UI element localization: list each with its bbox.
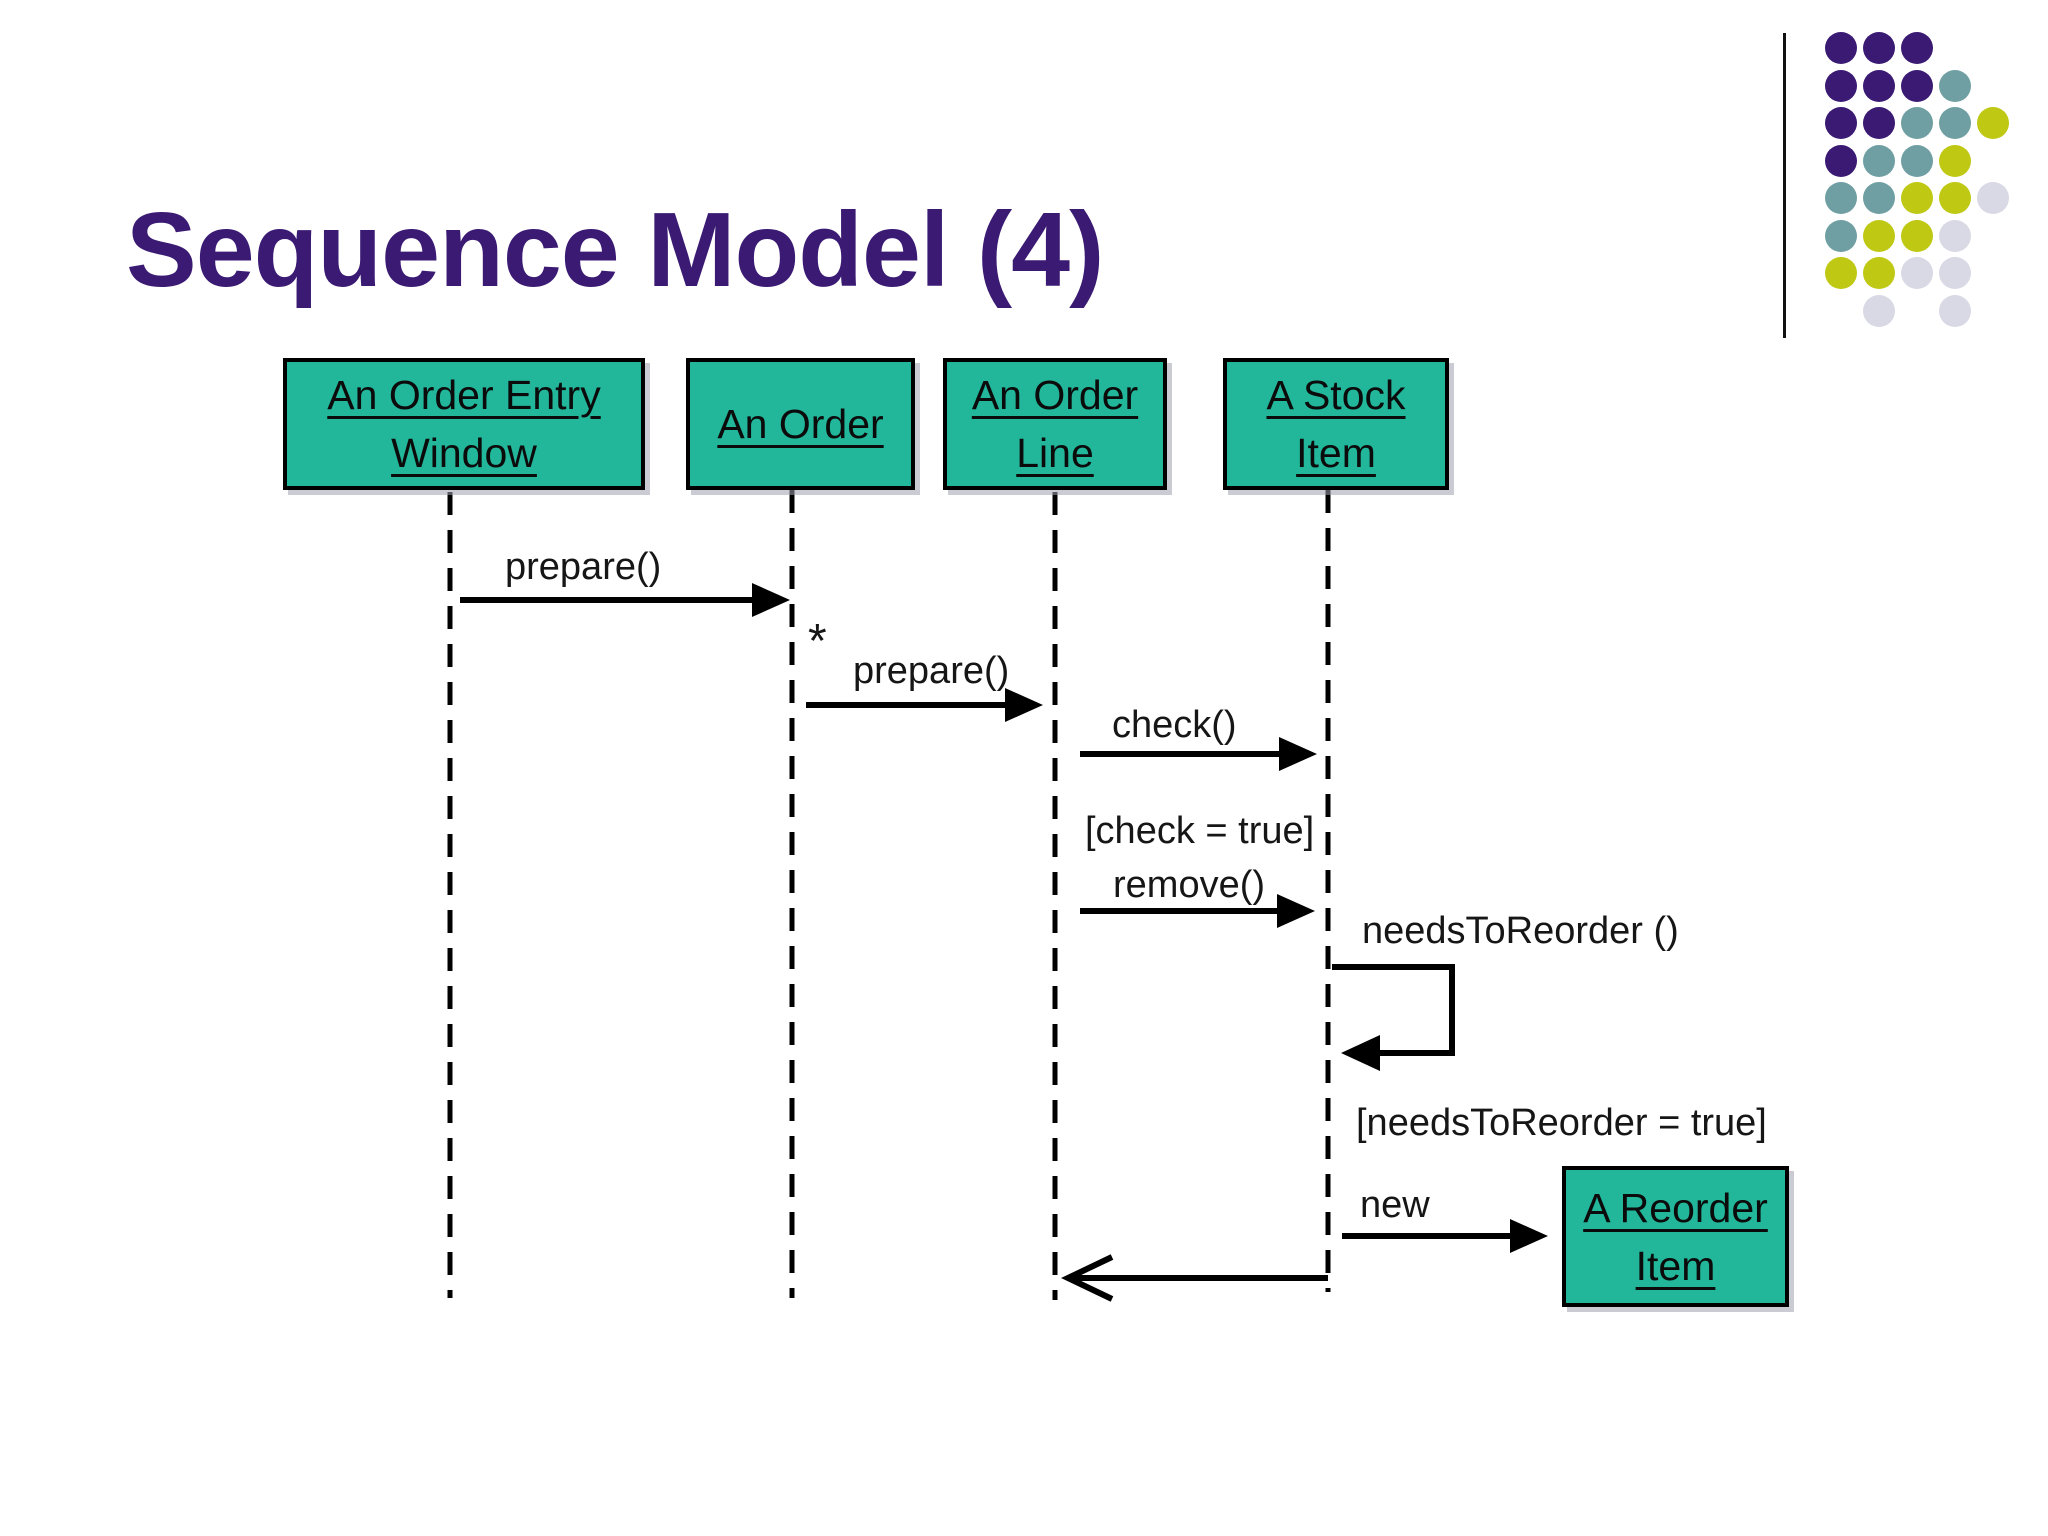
object-label: An Order Entry	[327, 372, 601, 418]
decorative-dot	[1901, 144, 1933, 177]
message-arrow-new	[1342, 1219, 1548, 1253]
message-label-remove: remove()	[1113, 864, 1266, 906]
object-label: Line	[1016, 430, 1094, 476]
decorative-dot	[1863, 294, 1895, 327]
object-label: An Order	[971, 372, 1139, 418]
decorative-dot	[1901, 219, 1933, 252]
arrowhead	[1341, 1035, 1380, 1071]
object-box-reorder-item: A Reorder Item	[1562, 1166, 1789, 1307]
object-label: A Stock	[1266, 372, 1406, 418]
decorative-dot	[1939, 69, 1971, 102]
open-arrowhead	[1061, 1254, 1114, 1302]
object-label: Window	[391, 430, 537, 476]
decorative-dot	[1863, 107, 1895, 139]
arrowhead	[1005, 688, 1043, 722]
object-box-stock-item: A Stock Item	[1223, 358, 1449, 490]
decorative-dot	[1939, 107, 1971, 139]
decorative-dot	[1977, 182, 2009, 214]
arrowhead	[1279, 737, 1317, 771]
decorative-dot	[1825, 69, 1857, 102]
decorative-dot	[1825, 144, 1857, 177]
decorative-dot	[1863, 69, 1895, 102]
message-guard-check-true: [check = true]	[1085, 810, 1315, 852]
decorative-dot	[1939, 182, 1971, 214]
object-box-order-line: An Order Line	[943, 358, 1167, 490]
decorative-dot	[1901, 107, 1933, 139]
decorative-dot	[1939, 144, 1971, 177]
message-label-prepare-1: prepare()	[505, 546, 662, 588]
arrowhead	[1277, 894, 1315, 928]
message-arrow-remove	[1080, 894, 1315, 928]
object-label: A Reorder	[1583, 1184, 1768, 1231]
object-label: Item	[1635, 1242, 1716, 1289]
decorative-dot	[1901, 182, 1933, 214]
message-arrow-check	[1080, 737, 1317, 771]
message-arrow-return	[1061, 1254, 1328, 1302]
decorative-dot	[1939, 257, 1971, 289]
decorative-dot	[1863, 144, 1895, 177]
decorative-dot	[1863, 219, 1895, 252]
message-label-needs-to-reorder: needsToReorder ()	[1362, 910, 1679, 952]
decorative-dot	[1825, 182, 1857, 214]
decoration-divider-line	[1783, 33, 1786, 338]
decorative-dot	[1939, 294, 1971, 327]
decorative-dot	[1939, 219, 1971, 252]
message-label-prepare-2: prepare()	[853, 650, 1010, 692]
message-label-new: new	[1360, 1184, 1430, 1226]
object-box-order: An Order	[686, 358, 915, 490]
message-arrow-prepare-2	[806, 688, 1043, 722]
decorative-dot	[1901, 69, 1933, 102]
object-label: An Order	[717, 401, 884, 447]
slide-title: Sequence Model (4)	[126, 191, 1104, 309]
decorative-dot	[1825, 257, 1857, 289]
decorative-dot	[1901, 32, 1933, 64]
object-label: Item	[1296, 430, 1376, 476]
decorative-dot	[1863, 32, 1895, 64]
arrowhead	[1510, 1219, 1548, 1253]
decorative-dot	[1825, 107, 1857, 139]
arrowhead	[752, 583, 790, 617]
decorative-dot	[1825, 32, 1857, 64]
message-guard-needs-to-reorder-true: [needsToReorder = true]	[1356, 1102, 1767, 1144]
message-multiplicity-star: *	[808, 615, 827, 668]
decorative-dot	[1863, 182, 1895, 214]
message-label-check: check()	[1112, 704, 1237, 746]
object-box-order-entry-window: An Order Entry Window	[283, 358, 645, 490]
message-arrow-prepare-1	[460, 583, 790, 617]
decorative-dot	[1825, 219, 1857, 252]
decorative-dot	[1863, 257, 1895, 289]
decorative-dot	[1901, 257, 1933, 289]
decorative-dot	[1977, 107, 2009, 139]
message-arrow-needs-to-reorder-self	[1332, 964, 1455, 1071]
